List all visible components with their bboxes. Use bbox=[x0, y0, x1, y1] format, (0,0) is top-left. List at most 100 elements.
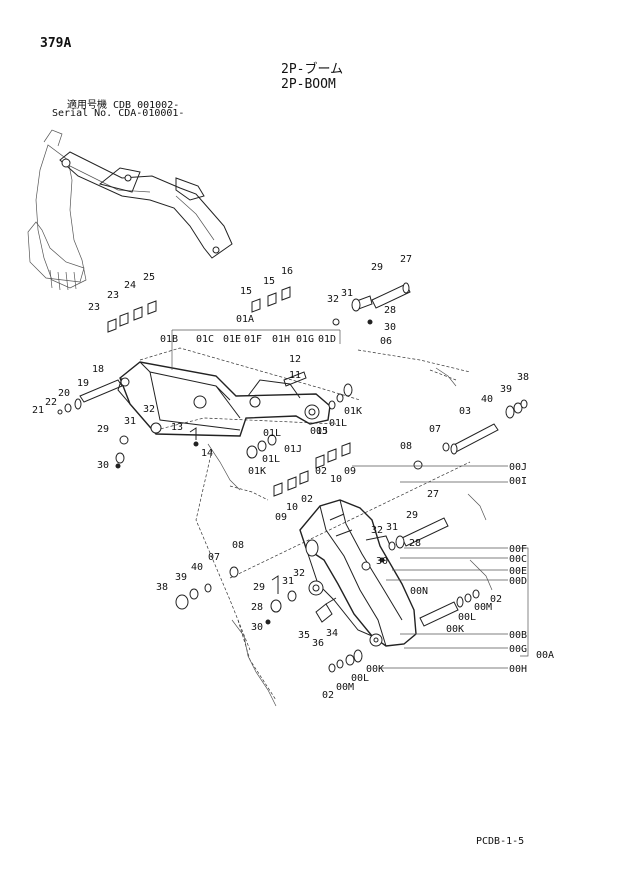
callout-15: 15 bbox=[263, 276, 275, 287]
callout-16: 16 bbox=[281, 266, 293, 277]
callout-00M-b: 00M bbox=[336, 682, 354, 693]
callout-32d: 32 bbox=[293, 568, 305, 579]
callout-27b: 27 bbox=[427, 489, 439, 500]
callout-38b: 38 bbox=[156, 582, 168, 593]
callout-01C: 01C bbox=[196, 334, 214, 345]
callout-00L-b: 00L bbox=[351, 673, 369, 684]
callout-00G: 00G bbox=[509, 644, 527, 655]
callout-36: 36 bbox=[312, 638, 324, 649]
callout-38: 38 bbox=[517, 372, 529, 383]
callout-27: 27 bbox=[400, 254, 412, 265]
callout-29b: 29 bbox=[97, 424, 109, 435]
callout-30b: 30 bbox=[97, 460, 109, 471]
serial-number: Serial No. CDA-010001- bbox=[52, 108, 185, 119]
callout-15b: 15 bbox=[240, 286, 252, 297]
callout-25: 25 bbox=[143, 272, 155, 283]
callout-02b: 02 bbox=[301, 494, 313, 505]
callout-00I: 00I bbox=[509, 476, 527, 487]
callout-01L-c: 01L bbox=[262, 454, 280, 465]
callout-00J: 00J bbox=[509, 462, 527, 473]
callout-30c: 30 bbox=[376, 556, 388, 567]
title-japanese: 2P-ブーム bbox=[281, 62, 344, 77]
callout-01K: 01K bbox=[344, 406, 362, 417]
callout-06: 06 bbox=[380, 336, 392, 347]
callout-10b: 10 bbox=[286, 502, 298, 513]
page-number: 379A bbox=[40, 36, 72, 51]
callout-40b: 40 bbox=[191, 562, 203, 573]
callout-28c: 28 bbox=[251, 602, 263, 613]
callout-18: 18 bbox=[92, 364, 104, 375]
serial-applicability: 適用号機 CDB 001002- bbox=[67, 100, 180, 111]
callout-24: 24 bbox=[124, 280, 136, 291]
callout-32: 32 bbox=[327, 294, 339, 305]
callout-09: 09 bbox=[344, 466, 356, 477]
callout-23b: 23 bbox=[88, 302, 100, 313]
callout-00F: 00F bbox=[509, 544, 527, 555]
footer-code: PCDB-1-5 bbox=[476, 836, 525, 847]
callout-23: 23 bbox=[107, 290, 119, 301]
callout-00B: 00B bbox=[509, 630, 527, 641]
callout-19: 19 bbox=[77, 378, 89, 389]
callout-00M: 00M bbox=[474, 602, 492, 613]
callout-00K-b: 00K bbox=[366, 664, 384, 675]
callout-28: 28 bbox=[384, 305, 396, 316]
callout-39: 39 bbox=[500, 384, 512, 395]
callout-01A: 01A bbox=[236, 314, 254, 325]
callout-39b: 39 bbox=[175, 572, 187, 583]
callout-31d: 31 bbox=[282, 576, 294, 587]
callout-02d: 02 bbox=[322, 690, 334, 701]
callout-40: 40 bbox=[481, 394, 493, 405]
callout-20: 20 bbox=[58, 388, 70, 399]
callout-01D: 01D bbox=[318, 334, 336, 345]
callout-08b: 08 bbox=[232, 540, 244, 551]
callout-01E: 01E bbox=[223, 334, 241, 345]
callout-07b: 07 bbox=[208, 552, 220, 563]
callout-11: 11 bbox=[289, 370, 301, 381]
callout-00N: 00N bbox=[410, 586, 428, 597]
callout-01J-b: 01J bbox=[284, 444, 302, 455]
callout-35: 35 bbox=[298, 630, 310, 641]
callout-01L-b: 01L bbox=[263, 428, 281, 439]
callout-32c: 32 bbox=[371, 525, 383, 536]
callout-00H: 00H bbox=[509, 664, 527, 675]
callout-31: 31 bbox=[341, 288, 353, 299]
callout-00L: 00L bbox=[458, 612, 476, 623]
callout-07: 07 bbox=[429, 424, 441, 435]
callout-28b: 28 bbox=[409, 538, 421, 549]
callout-03: 03 bbox=[459, 406, 471, 417]
callout-22: 22 bbox=[45, 397, 57, 408]
callout-00E: 00E bbox=[509, 566, 527, 577]
callout-01G: 01G bbox=[296, 334, 314, 345]
callout-00K: 00K bbox=[446, 624, 464, 635]
callout-labels: 27 29 31 32 28 30 16 15 15 25 24 23 23 0… bbox=[32, 254, 554, 701]
callout-01B: 01B bbox=[160, 334, 178, 345]
callout-31b: 31 bbox=[124, 416, 136, 427]
callout-05: 05 bbox=[316, 426, 328, 437]
callout-32b: 32 bbox=[143, 404, 155, 415]
callout-29c: 29 bbox=[406, 510, 418, 521]
callout-21: 21 bbox=[32, 405, 44, 416]
callout-29d: 29 bbox=[253, 582, 265, 593]
callout-30d: 30 bbox=[251, 622, 263, 633]
callout-09b: 09 bbox=[275, 512, 287, 523]
callout-13: 13 bbox=[171, 422, 183, 433]
machine-overview-sketch bbox=[27, 129, 233, 291]
callout-00A: 00A bbox=[536, 650, 554, 661]
callout-29: 29 bbox=[371, 262, 383, 273]
callout-12: 12 bbox=[289, 354, 301, 365]
callout-00C: 00C bbox=[509, 554, 527, 565]
callout-01J: 01J bbox=[310, 426, 328, 437]
callout-08: 08 bbox=[400, 441, 412, 452]
callout-01H: 01H bbox=[272, 334, 290, 345]
upper-boom-assembly bbox=[57, 282, 528, 497]
callout-34: 34 bbox=[326, 628, 338, 639]
callout-31c: 31 bbox=[386, 522, 398, 533]
callout-14: 14 bbox=[201, 448, 213, 459]
title-english: 2P-BOOM bbox=[281, 77, 336, 92]
callout-10: 10 bbox=[330, 474, 342, 485]
callout-02c: 02 bbox=[490, 594, 502, 605]
callout-01F: 01F bbox=[244, 334, 262, 345]
callout-02: 02 bbox=[315, 466, 327, 477]
